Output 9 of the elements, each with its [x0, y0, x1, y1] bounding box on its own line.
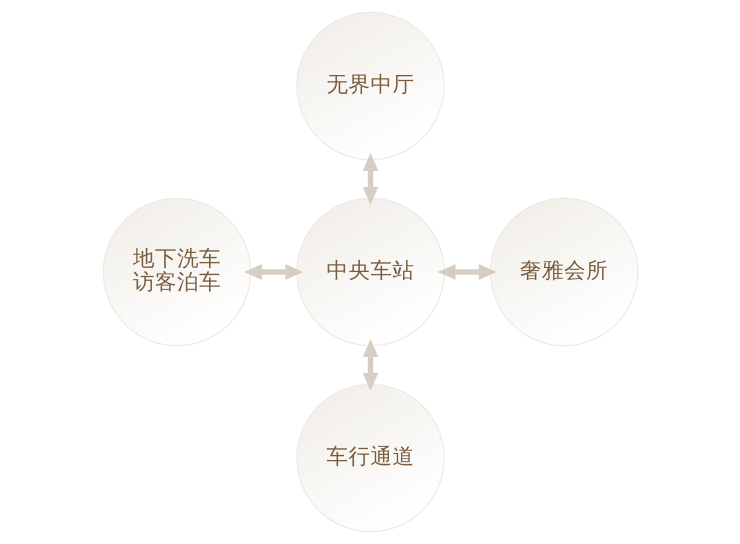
node-circle: 无界中厅 [296, 12, 444, 160]
node-circle: 奢雅会所 [489, 198, 638, 346]
arrow [362, 153, 378, 205]
arrow [243, 264, 303, 280]
node-circle: 车行通道 [296, 384, 444, 532]
node-circle: 中央车站 [296, 198, 444, 346]
arrow [437, 264, 496, 280]
node-circle: 地下洗车 访客泊车 [102, 198, 251, 346]
arrow [362, 339, 378, 391]
